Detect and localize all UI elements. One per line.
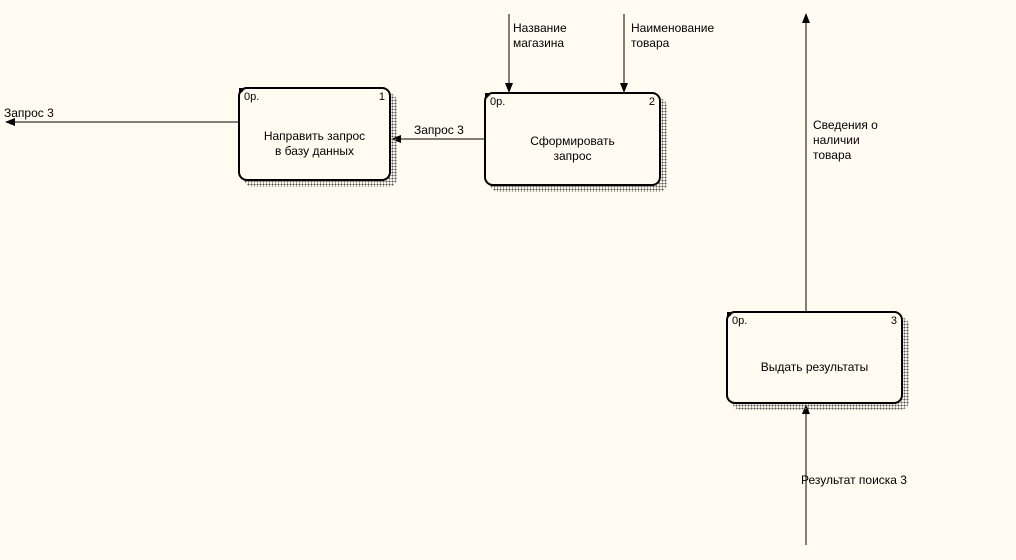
label-store-name: Название магазина <box>513 21 567 50</box>
box-number: 1 <box>378 91 385 103</box>
box-corner-mark <box>239 88 246 95</box>
activity-box-1[interactable]: 0р. 1 Направить запрос в базу данных <box>238 87 391 181</box>
box-corner-mark <box>727 312 734 319</box>
box-title: Сформировать запрос <box>530 134 615 163</box>
box-title: Направить запрос в базу данных <box>263 129 366 158</box>
box-title: Выдать результаты <box>760 360 869 374</box>
box-cost: 0р. <box>490 96 506 108</box>
box-number: 3 <box>890 315 897 327</box>
activity-box-3[interactable]: 0р. 3 Выдать результаты <box>726 311 903 404</box>
label-search-result: Результат поиска 3 <box>801 473 907 487</box>
label-request-internal: Запрос 3 <box>414 123 464 137</box>
label-availability: Сведения о наличии товара <box>813 118 878 162</box>
label-product-name: Наименование товара <box>631 21 715 50</box>
box-cost: 0р. <box>244 91 260 103</box>
box-number: 2 <box>648 96 655 108</box>
label-request-out: Запрос 3 <box>4 106 54 120</box>
box-cost: 0р. <box>732 315 748 327</box>
box-corner-mark <box>485 93 492 100</box>
activity-box-2[interactable]: 0р. 2 Сформировать запрос <box>484 92 661 186</box>
